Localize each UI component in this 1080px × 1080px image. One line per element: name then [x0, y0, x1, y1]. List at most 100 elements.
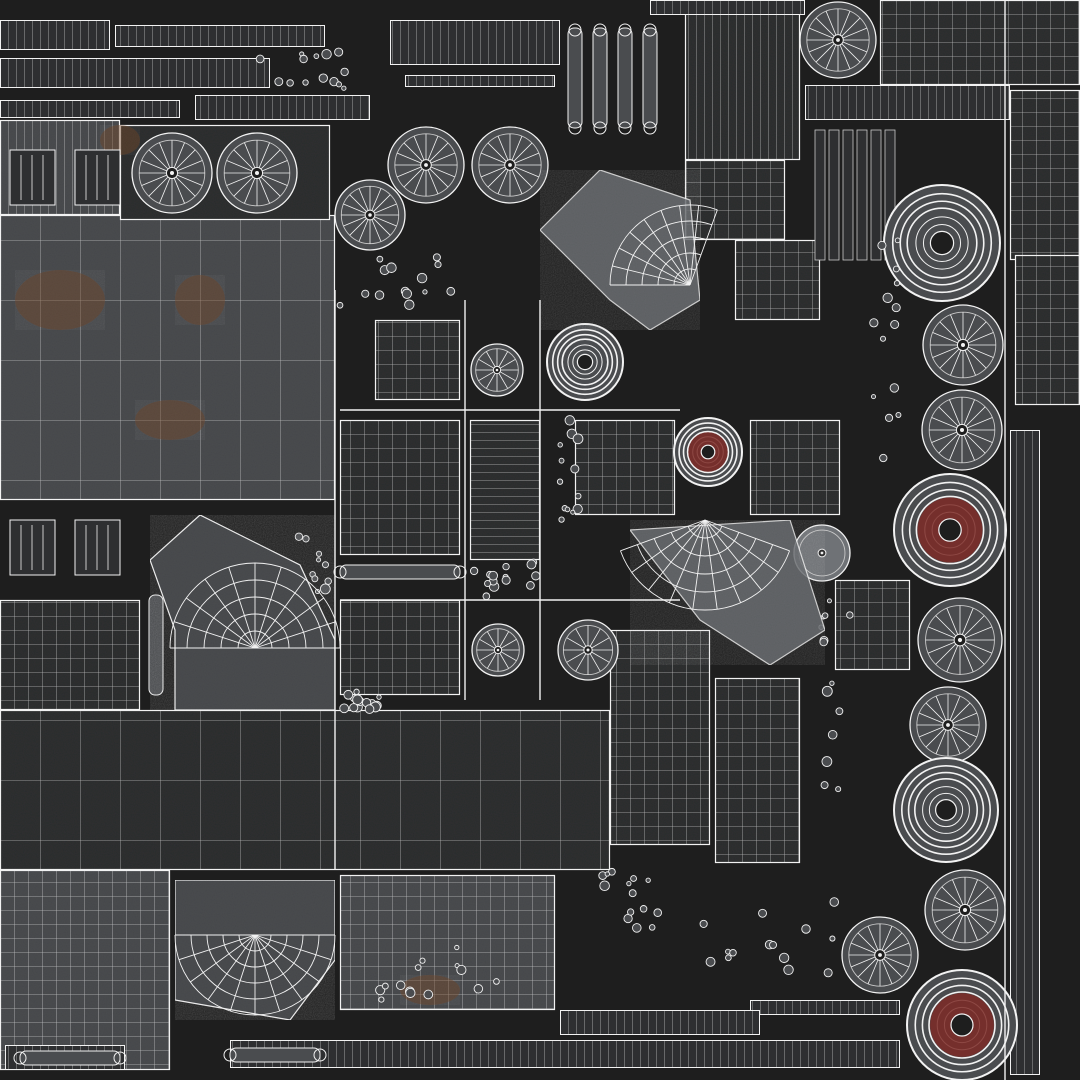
bolt-icon [446, 286, 456, 296]
bolt-icon [827, 729, 838, 740]
rust-stain [100, 125, 140, 155]
uv-strip-border [0, 100, 180, 118]
wheel-icon [841, 916, 919, 994]
bolt-icon [434, 260, 442, 269]
elbow-mesh [539, 169, 701, 331]
bolt-icon [316, 557, 322, 563]
bolt-icon [820, 781, 829, 790]
ring-icon [546, 323, 624, 401]
bolt-icon [570, 509, 576, 515]
bar-strip [842, 129, 854, 261]
rust-stain [135, 400, 205, 440]
bolt-icon [378, 996, 385, 1003]
panel-border [339, 419, 461, 556]
bolt-icon [564, 506, 571, 513]
bolt-icon [779, 952, 790, 964]
bolt-icon [294, 532, 304, 541]
bolt-icon [890, 320, 900, 329]
wheel-icon [334, 179, 406, 251]
bolt-icon [599, 880, 610, 891]
uv-strip-lines [805, 85, 1010, 120]
bolt-icon [879, 453, 888, 463]
bar-strip [814, 129, 826, 261]
bolt-icon [821, 756, 833, 767]
uv-strip-border [195, 95, 370, 120]
bolt-icon [639, 905, 648, 913]
bolt-icon [699, 919, 708, 928]
uv-details [9, 0, 1006, 1080]
wheel-icon [921, 389, 1003, 471]
bolt-icon [884, 413, 894, 422]
wheel-icon [924, 869, 1006, 951]
bolt-icon [302, 535, 310, 543]
uv-strip-border [560, 1010, 760, 1035]
panel-grid [685, 0, 800, 160]
wheel-icon [470, 343, 524, 397]
panel-grid [610, 630, 710, 845]
bolt-icon [819, 637, 828, 647]
bolt-icon [319, 583, 331, 595]
bolt-icon [821, 685, 833, 697]
bolt-icon [340, 67, 349, 77]
uv-strip-lines [405, 75, 555, 87]
ring-icon [906, 969, 1018, 1080]
ring-icon [893, 473, 1007, 587]
panel-grid [0, 600, 140, 710]
bolt-icon [364, 704, 375, 714]
uv-strip-border [5, 1045, 125, 1070]
grid-panel-icon [9, 149, 56, 206]
bolt-icon [758, 908, 767, 918]
bolt-icon [339, 703, 350, 714]
uv-strip-border [650, 0, 805, 15]
panel-grid [880, 0, 1080, 85]
bolt-icon [353, 688, 360, 695]
bolt-icon [299, 54, 308, 64]
bolt-icon [835, 707, 844, 716]
bolt-icon [314, 588, 321, 595]
bolt-icon [376, 694, 382, 700]
bolt-icon [630, 875, 637, 882]
uv-strip-lines [0, 100, 180, 118]
bolt-icon [871, 394, 877, 400]
bolt-icon [311, 575, 319, 583]
bolt-icon [484, 579, 492, 587]
bolt-icon [558, 516, 565, 523]
panel-grid [340, 600, 460, 695]
panel-grid [835, 580, 910, 670]
bolt-icon [321, 48, 332, 60]
bolt-icon [255, 54, 265, 64]
bolt-icon [376, 255, 384, 263]
bolt-icon [564, 415, 575, 426]
uv-strip-lines [650, 0, 805, 15]
bolt-icon [336, 301, 344, 309]
bolt-icon [274, 77, 284, 87]
bolt-icon [416, 272, 428, 284]
bolt-icon [531, 571, 541, 581]
panel-grid [1010, 90, 1080, 260]
bolt-icon [626, 880, 632, 887]
uv-strip-lines [390, 20, 560, 65]
bolt-icon [349, 703, 359, 713]
bolt-icon [302, 79, 309, 86]
bolt-icon [422, 289, 428, 295]
bolt-icon [343, 689, 354, 700]
bolt-icon [381, 982, 389, 990]
panel-grid [0, 870, 170, 1070]
panel-border [0, 599, 141, 711]
bolt-icon [627, 908, 635, 916]
bar-strip [870, 129, 882, 261]
bolt-icon [829, 897, 839, 907]
bolt-icon [893, 280, 901, 287]
bolt-icon [628, 889, 637, 898]
bracket-icon [148, 594, 164, 696]
bolt-icon [432, 253, 441, 262]
bar-strip [856, 129, 868, 261]
elbow-mesh [628, 519, 826, 666]
panel-border [609, 629, 711, 846]
bolt-icon [313, 53, 320, 60]
panel-border [714, 677, 801, 864]
bolt-icon [725, 954, 732, 962]
bracket-icon [223, 1047, 327, 1063]
panel-border [734, 239, 821, 321]
